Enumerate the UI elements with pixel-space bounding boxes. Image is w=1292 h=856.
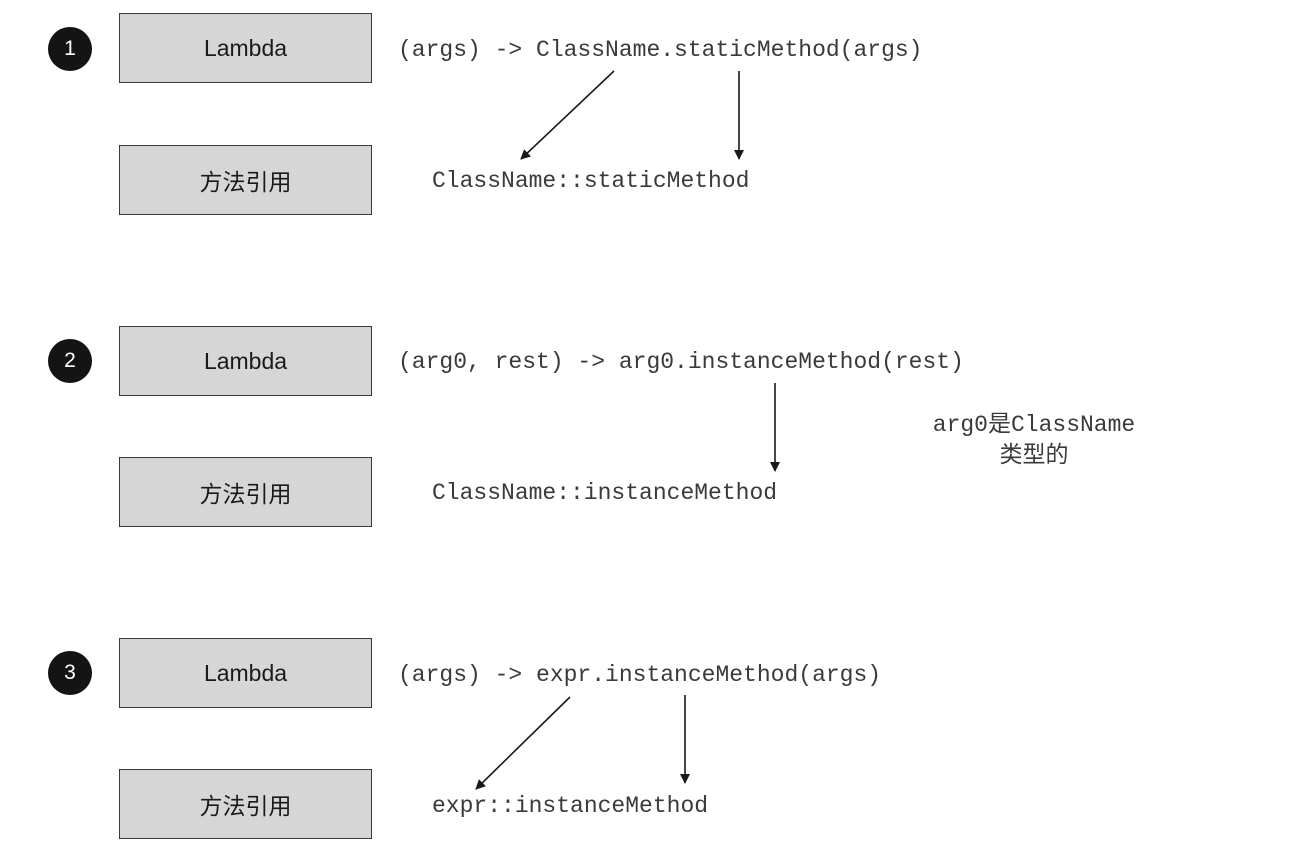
arrow-classname-to-ref-1 <box>520 70 615 160</box>
arg0-type-note-line1: arg0是ClassName <box>932 411 1136 438</box>
arg0-type-note-line2: 类型的 <box>999 441 1069 468</box>
lambda-code-2: (arg0, rest) -> arg0.instanceMethod(rest… <box>398 349 964 375</box>
lambda-code-1: (args) -> ClassName.staticMethod(args) <box>398 37 923 63</box>
lambda-box-3: Lambda <box>119 638 372 708</box>
step-2-badge: 2 <box>48 339 92 383</box>
step-1-badge: 1 <box>48 27 92 71</box>
arrow-expr-to-ref-3 <box>475 696 571 790</box>
step-3-badge: 3 <box>48 651 92 695</box>
lambda-box-2: Lambda <box>119 326 372 396</box>
lambda-box-1: Lambda <box>119 13 372 83</box>
method-ref-box-3: 方法引用 <box>119 769 372 839</box>
arg0-type-note: arg0是ClassName 类型的 <box>914 410 1154 471</box>
method-ref-code-3: expr::instanceMethod <box>432 793 709 819</box>
method-ref-code-2: ClassName::instanceMethod <box>432 480 778 506</box>
lambda-code-3: (args) -> expr.instanceMethod(args) <box>398 662 882 688</box>
method-ref-code-1: ClassName::staticMethod <box>432 168 750 194</box>
method-ref-box-1: 方法引用 <box>119 145 372 215</box>
method-ref-box-2: 方法引用 <box>119 457 372 527</box>
